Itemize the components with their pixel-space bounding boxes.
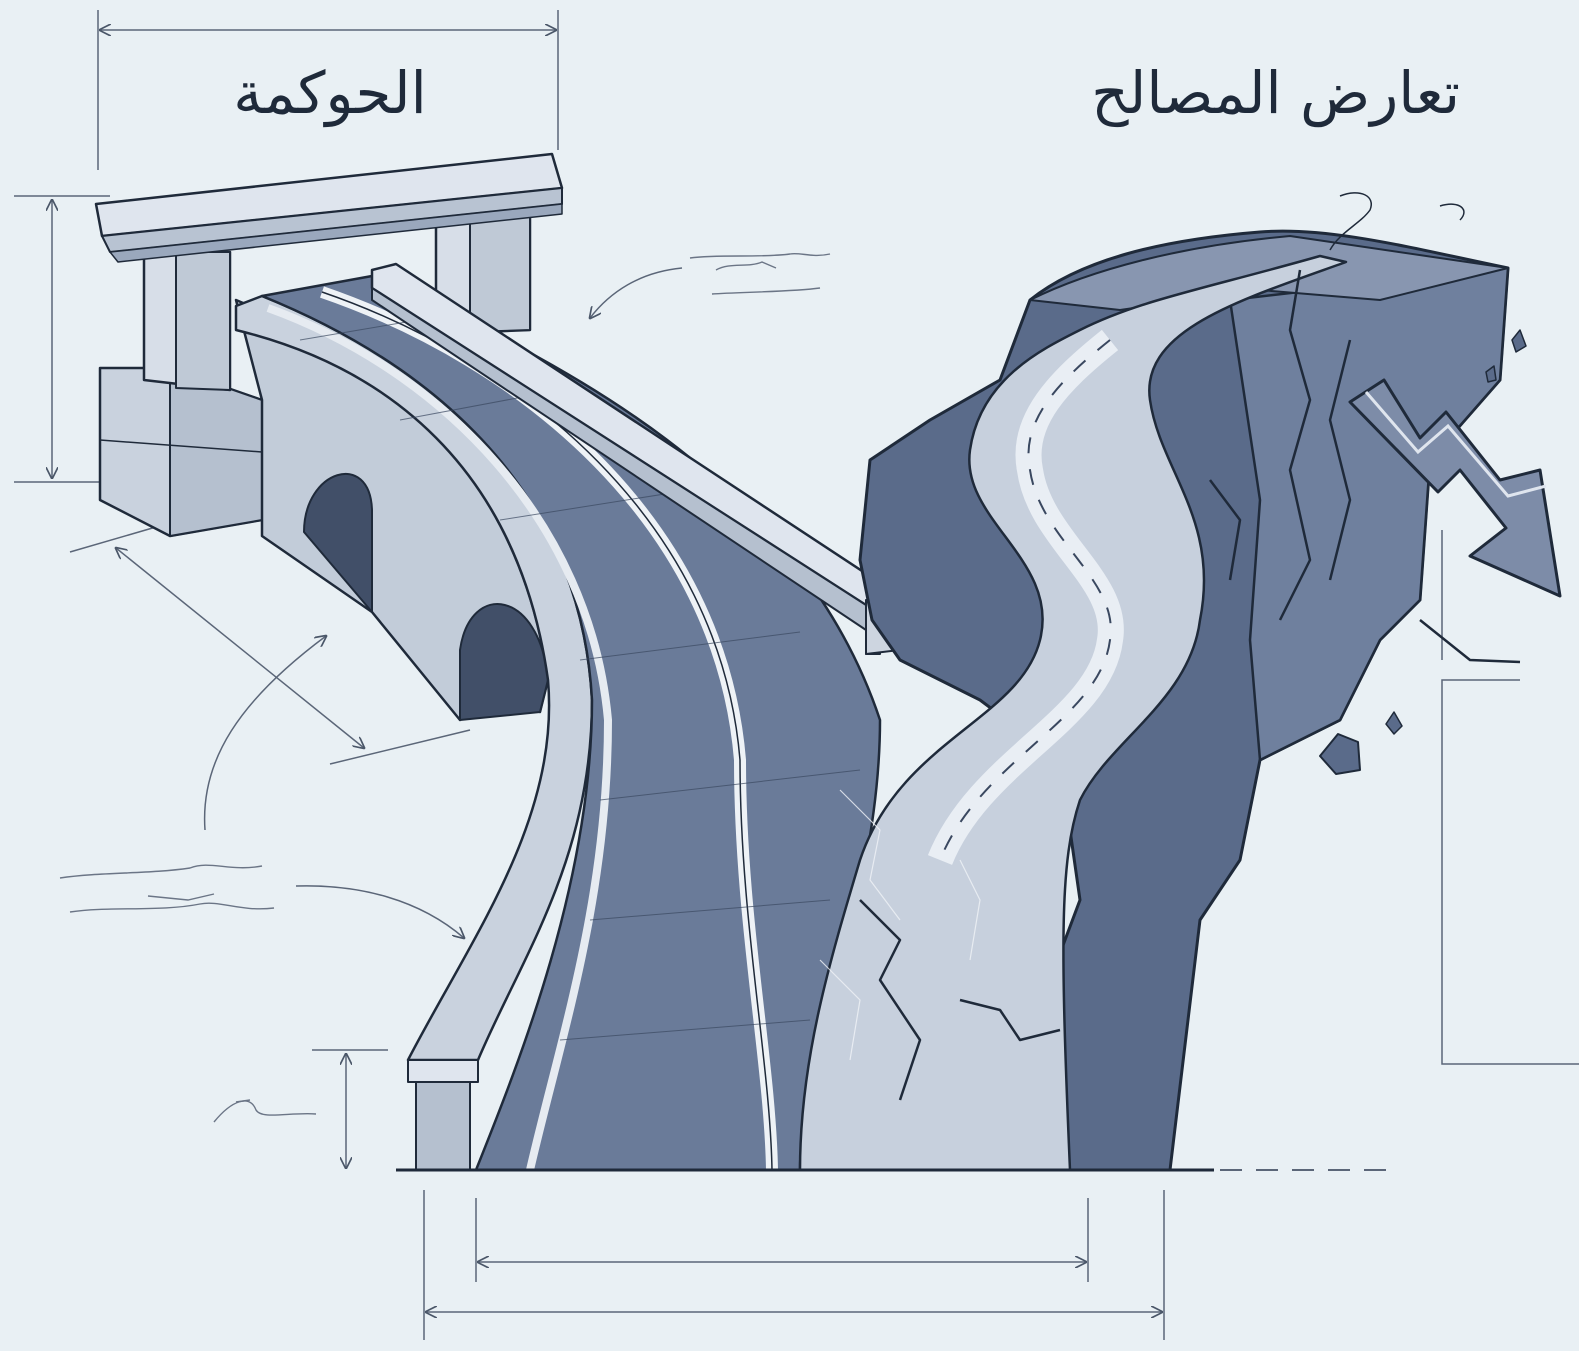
governance-label: الحوكمة bbox=[233, 59, 427, 127]
zigzag-down-arrow-icon bbox=[1348, 378, 1562, 598]
bridge-illustration bbox=[94, 152, 902, 1172]
dimension-lines bbox=[14, 10, 1579, 1340]
cliff-illustration bbox=[798, 192, 1527, 1172]
scribble-notes bbox=[59, 252, 831, 1123]
conflict-of-interest-label: تعارض المصالح bbox=[1091, 59, 1460, 127]
